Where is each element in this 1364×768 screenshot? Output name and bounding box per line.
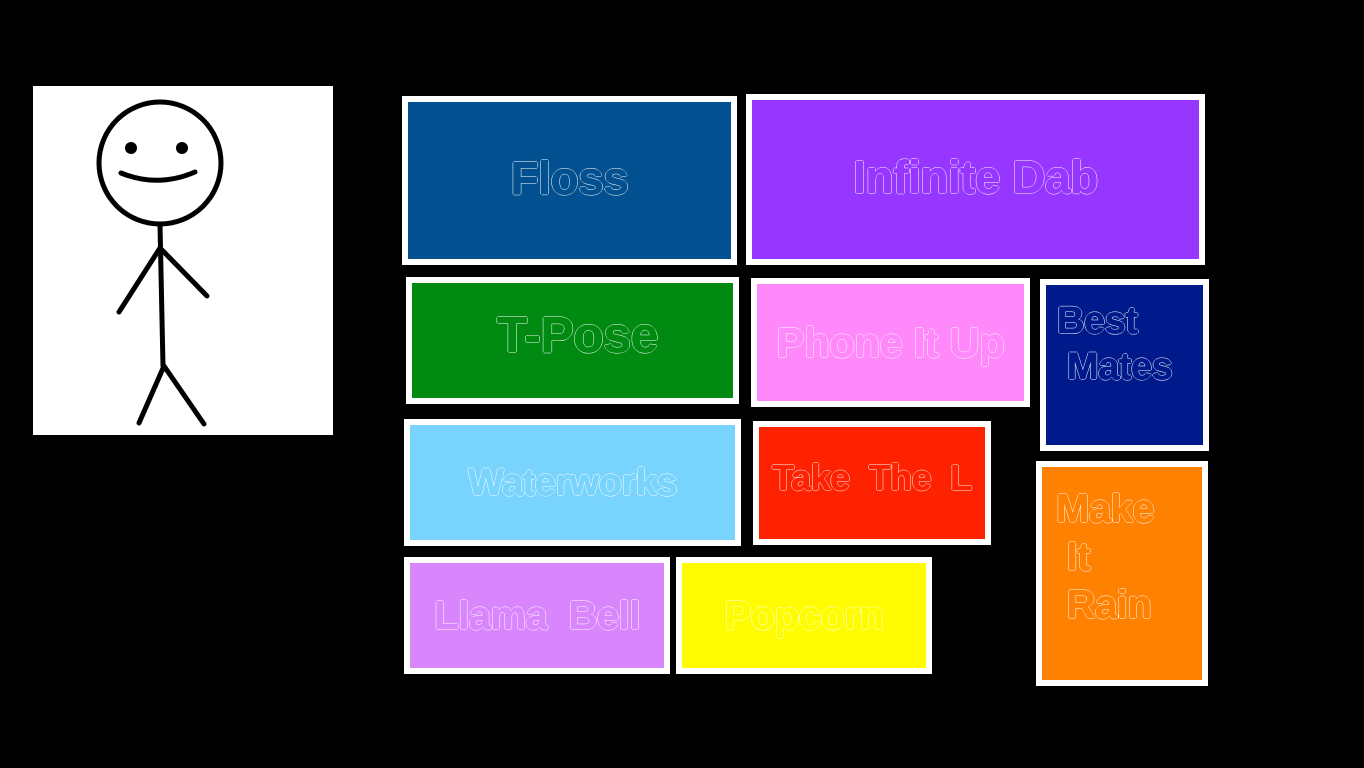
emote-label: Floss — [510, 151, 629, 204]
emote-button-llama-bell[interactable]: Llama Bell — [404, 557, 670, 674]
emote-button-infinite-dab[interactable]: Infinite Dab — [746, 94, 1205, 265]
emote-button-best-mates[interactable]: Best Mates — [1040, 279, 1209, 451]
emote-label: Waterworks — [468, 461, 679, 504]
emote-label: Llama Bell — [434, 593, 641, 638]
emote-label: Phone It Up — [776, 318, 1005, 366]
emote-button-phone-it-up[interactable]: Phone It Up — [751, 278, 1030, 407]
emote-button-t-pose[interactable]: T-Pose — [406, 277, 739, 404]
emote-label: Infinite Dab — [853, 150, 1099, 203]
emote-button-make-it-rain[interactable]: Make It Rain — [1036, 461, 1208, 686]
emote-label: Make It Rain — [1055, 487, 1155, 628]
emote-label: Popcorn — [724, 593, 884, 638]
character-preview — [33, 86, 333, 435]
emote-button-floss[interactable]: Floss — [402, 96, 737, 265]
emote-label: Best Mates — [1056, 299, 1173, 388]
emote-label: Take The L — [772, 457, 973, 498]
emote-button-take-the-l[interactable]: Take The L — [753, 421, 991, 545]
emote-label: T-Pose — [497, 306, 659, 363]
emote-button-waterworks[interactable]: Waterworks — [404, 419, 741, 546]
stick-figure-icon — [96, 99, 224, 427]
emote-button-popcorn[interactable]: Popcorn — [676, 557, 932, 674]
